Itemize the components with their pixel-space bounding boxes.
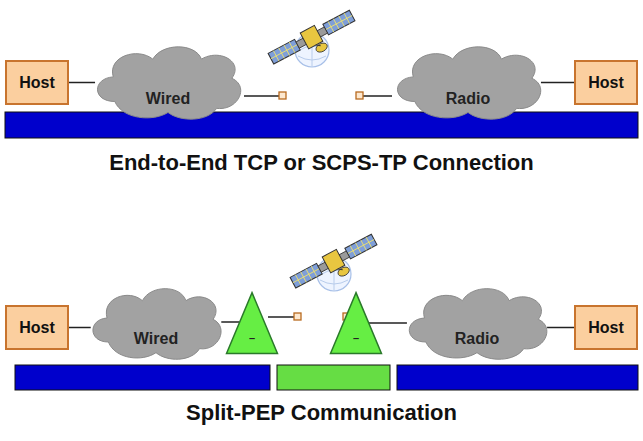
node-label: Host: [19, 319, 55, 337]
cloud-shape: [404, 282, 550, 362]
connection-bar: [15, 365, 270, 390]
cloud-outline: [93, 289, 221, 360]
network-cloud: Wired: [92, 40, 244, 122]
pep-triangle: –: [330, 292, 382, 354]
connection-bar: [5, 112, 638, 138]
terminal-square: [279, 92, 286, 99]
cloud-outline: [409, 289, 547, 360]
triangle-shape: [226, 292, 278, 354]
network-cloud: Wired: [88, 282, 224, 362]
node-label: Radio: [446, 90, 490, 122]
link-connector: [69, 82, 95, 84]
node-label: Wired: [134, 330, 178, 362]
link-line: [363, 95, 392, 97]
connection-bar: [277, 365, 390, 390]
node-label: Host: [19, 74, 55, 92]
network-cloud: Radio: [392, 40, 544, 122]
terminal-square: [356, 92, 363, 99]
caption-text: End-to-End TCP or SCPS-TP Connection: [0, 150, 643, 176]
triangle-outline: [227, 293, 278, 354]
link-connector: [541, 82, 574, 84]
host-box: Host: [574, 305, 638, 350]
link-line: [244, 95, 279, 97]
link-connector: [221, 321, 239, 323]
host-box: Host: [5, 305, 69, 350]
triangle-shape: [330, 292, 382, 354]
connection-bar: [397, 365, 638, 390]
triangle-outline: [331, 293, 382, 354]
node-label: Wired: [146, 90, 190, 122]
cloud-outline: [398, 47, 541, 119]
link-connector: [547, 327, 574, 329]
satellite-icon: [267, 8, 361, 75]
host-box: Host: [574, 60, 638, 105]
pep-triangle: –: [226, 292, 278, 354]
cloud-shape: [92, 40, 244, 122]
node-label: Radio: [455, 330, 499, 362]
cloud-outline: [98, 47, 241, 119]
cloud-shape: [88, 282, 224, 362]
node-label: Host: [588, 319, 624, 337]
network-cloud: Radio: [404, 282, 550, 362]
node-mark: –: [353, 332, 359, 354]
cloud-shape: [392, 40, 544, 122]
caption-text: Split-PEP Communication: [0, 400, 643, 426]
terminal-square: [294, 313, 301, 320]
link-line: [268, 316, 294, 318]
host-box: Host: [5, 60, 69, 105]
satellite-icon: [289, 232, 383, 299]
node-label: Host: [588, 74, 624, 92]
link-connector: [69, 327, 91, 329]
link-connector: [369, 322, 407, 324]
node-mark: –: [249, 332, 255, 354]
